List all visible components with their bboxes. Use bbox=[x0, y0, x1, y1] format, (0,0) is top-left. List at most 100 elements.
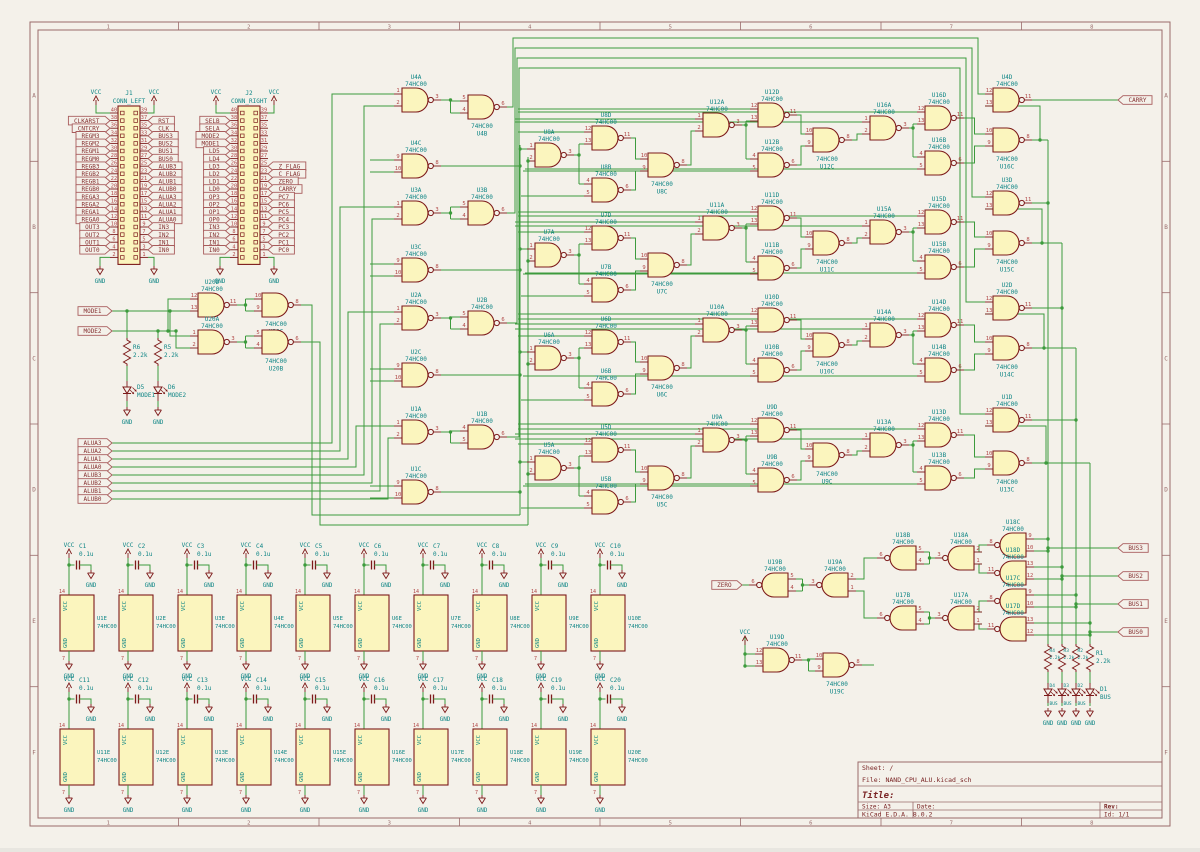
gnd-flag[interactable]: GND bbox=[95, 266, 106, 285]
label-ALUB1[interactable]: ALUB1 bbox=[77, 486, 113, 496]
label-BUS1[interactable]: BUS1 bbox=[1117, 599, 1149, 609]
label-ALUA0[interactable]: ALUA0 bbox=[77, 462, 113, 472]
resistor-R5[interactable]: R52.2k bbox=[153, 338, 179, 366]
label-BUS3[interactable]: BUS3 bbox=[1117, 543, 1149, 553]
label-CARRY[interactable]: CARRY bbox=[1117, 95, 1153, 105]
label-IN0[interactable]: IN0 bbox=[147, 245, 175, 255]
resistor-R4[interactable]: R42.2k bbox=[1043, 644, 1061, 672]
label-OUT0[interactable]: OUT0 bbox=[79, 245, 111, 255]
label-IN0[interactable]: IN0 bbox=[203, 245, 231, 255]
resistor-R1[interactable]: R12.2k bbox=[1085, 644, 1111, 672]
label-ALUA1[interactable]: ALUA1 bbox=[77, 454, 113, 464]
gnd-flag[interactable]: GND bbox=[1071, 708, 1082, 727]
label-ALUB3[interactable]: ALUB3 bbox=[77, 470, 113, 480]
vcc-flag[interactable]: VCC bbox=[740, 629, 751, 645]
gnd-flag[interactable]: GND bbox=[1043, 708, 1054, 727]
gnd-flag[interactable]: GND bbox=[269, 266, 280, 285]
resistor-R6[interactable]: R62.2k bbox=[122, 338, 148, 366]
gnd-flag[interactable]: GND bbox=[153, 407, 164, 426]
vcc-flag[interactable]: VCC bbox=[269, 89, 280, 105]
vcc-flag[interactable]: VCC bbox=[91, 89, 102, 105]
vcc-flag[interactable]: VCC bbox=[149, 89, 160, 105]
gnd-flag[interactable]: GND bbox=[215, 266, 226, 285]
label-MODE2[interactable]: MODE2 bbox=[77, 326, 113, 336]
gnd-flag[interactable]: GND bbox=[122, 407, 133, 426]
label-MODE1[interactable]: MODE1 bbox=[77, 306, 113, 316]
label-ALUA3[interactable]: ALUA3 bbox=[77, 438, 113, 448]
label-ALUA2[interactable]: ALUA2 bbox=[77, 446, 113, 456]
